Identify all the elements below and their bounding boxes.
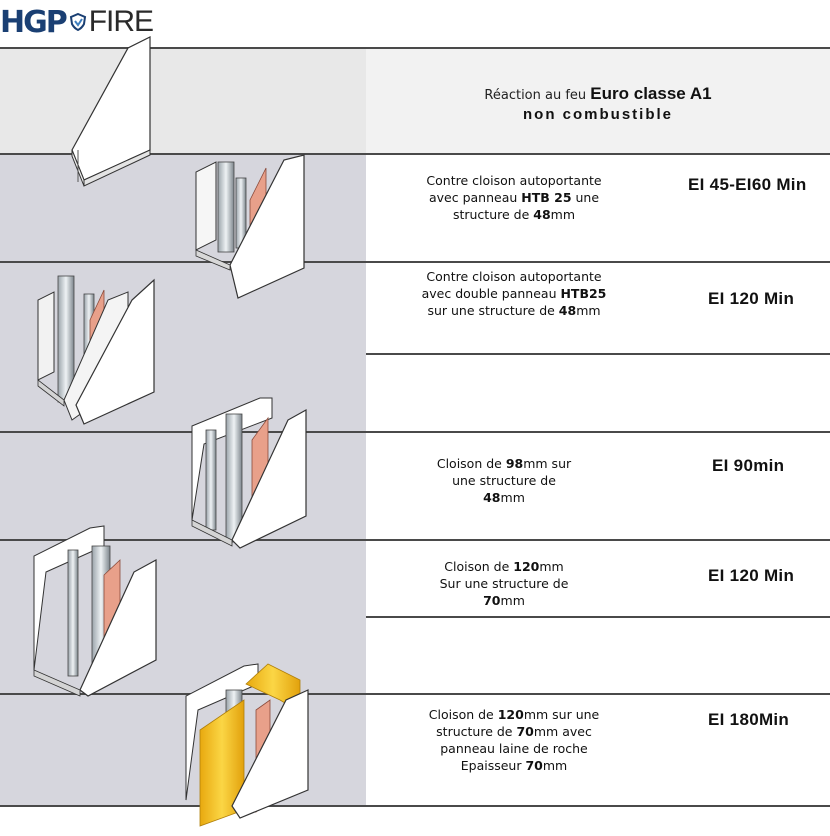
emphasis-text: 120 [513,559,540,574]
emphasis-text: 70 [483,593,501,608]
band-row-header [0,48,366,154]
row-5-rating: EI 180Min [708,710,790,729]
plain-text: Cloison de [444,559,514,574]
logo-brand-right: FIRE [88,5,154,38]
emphasis-text: 70 [516,724,534,739]
header-reaction: Réaction au feu Euro classe A1 [366,84,830,104]
logo-brand-left: HGP [0,4,68,40]
plain-text: Epaisseur [460,758,526,773]
plain-text: structure de [436,724,517,739]
row-4-rating: EI 120 Min [708,566,795,585]
emphasis-text: 48 [558,303,577,318]
plain-text: une [571,190,600,205]
row-3-rating: EI 90min [712,456,785,475]
plain-text: structure de [452,207,534,222]
row-1-rating: EI 45-EI60 Min [688,175,807,194]
wall-illustrations [33,36,309,827]
row-3-description: Cloison de 98mm sur une structure de 48mm [404,455,604,506]
plain-text: mm [542,758,568,773]
rule-2b [366,353,830,355]
emphasis-text: 70 [525,758,543,773]
plain-text: Contre cloison autoportante [426,173,602,188]
row-2-description: Contre cloison autoportante avec double p… [404,268,624,319]
wall-section-icon [33,525,157,697]
emphasis-text: 48 [533,207,551,222]
plain-text: panneau laine de roche [440,741,588,756]
rule-3 [0,431,830,433]
plain-text: mm [500,490,525,505]
wall-single-panel-icon [71,36,151,187]
plain-text: avec panneau [428,190,522,205]
band-row-1 [0,154,366,262]
plain-text: mm sur [523,456,572,471]
plain-text: mm [539,559,564,574]
plain-text: Cloison de [428,707,498,722]
plain-text: mm [576,303,601,318]
emphasis-text: 120 [497,707,524,722]
row-2-rating: EI 120 Min [708,289,795,308]
rule-bottom [0,805,830,807]
wall-section-icon [195,154,305,299]
rule-1 [0,153,830,155]
header-prefix: Réaction au feu [484,88,591,103]
header-subtitle: non combustible [523,106,673,123]
plain-text: mm [500,593,525,608]
plain-text: mm sur une [523,707,600,722]
emphasis-text: 48 [483,490,501,505]
wall-section-icon [37,275,155,425]
plain-text: Sur une structure de [439,576,569,591]
rock-wool-icon [185,663,309,827]
emphasis-text: HTB 25 [521,190,572,205]
emphasis-text: HTB25 [560,286,607,301]
shield-icon [69,13,86,31]
plain-text: sur une structure de [427,303,559,318]
plain-text: mm avec [533,724,592,739]
header-classe: Euro classe A1 [590,84,712,103]
plain-text: Contre cloison autoportante [426,269,602,284]
rule-4 [0,539,830,541]
rule-top [0,47,830,49]
rule-2 [0,261,830,263]
plain-text: une structure de [452,473,556,488]
plain-text: Cloison de [436,456,506,471]
emphasis-text: 98 [505,456,524,471]
wall-section-icon [191,397,307,549]
plain-text: avec double panneau [421,286,561,301]
rule-4b [366,616,830,618]
brand-logo: HGP FIRE [0,4,154,40]
rule-5 [0,693,830,695]
plain-text: mm [550,207,576,222]
header-cell [366,48,830,154]
